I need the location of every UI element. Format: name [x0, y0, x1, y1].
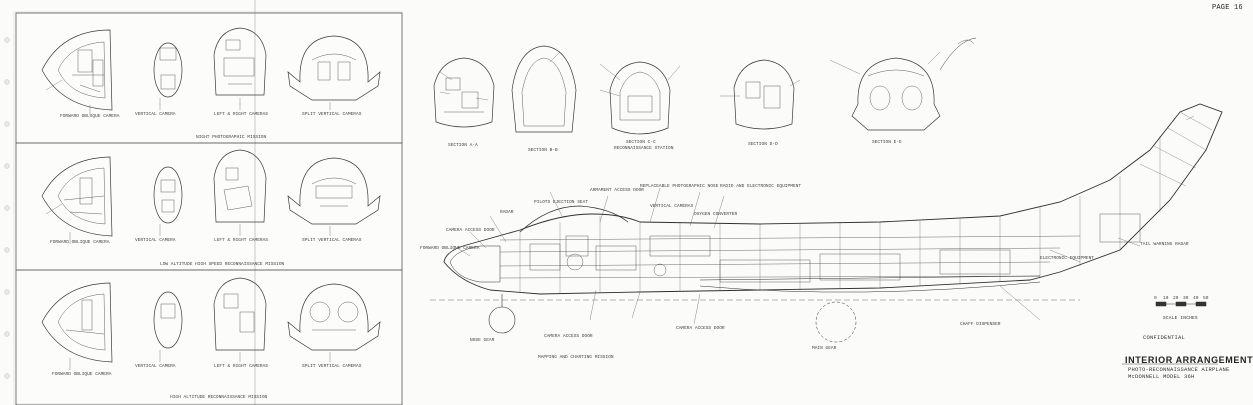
row1-section-narrow	[153, 42, 183, 98]
airplane-side-view	[430, 103, 1223, 343]
row3-callout-vertical: VERTICAL CAMERA	[135, 364, 176, 369]
scale-tick: 20	[1173, 296, 1179, 301]
mission-title-low-altitude: LOW ALTITUDE HIGH SPEED RECONNAISSANCE M…	[160, 262, 285, 267]
callout-camera-access-door-1: CAMERA ACCESS DOOR	[446, 228, 495, 233]
callout-photo-nose: REPLACEABLE PHOTOGRAPHIC NOSE	[640, 184, 719, 189]
section-label-recon-station: RECONNAISSANCE STATION	[614, 146, 674, 151]
row2-section-wide	[213, 149, 267, 223]
scale-tick: 10	[1163, 296, 1169, 301]
mission-title-high-altitude: HIGH ALTITUDE RECONNAISSANCE MISSION	[170, 395, 268, 400]
mission-title-night-photo: NIGHT PHOTOGRAPHIC MISSION	[196, 135, 267, 140]
row2-section-narrow	[153, 166, 183, 224]
callout-oxygen-converter: OXYGEN CONVERTER	[694, 212, 738, 217]
page-number: PAGE 16	[1212, 4, 1243, 12]
section-label-a-a: SECTION A-A	[448, 143, 478, 148]
left-paper-sheet	[13, 11, 403, 405]
section-d-d-drawing	[733, 39, 975, 130]
section-a-a-drawing	[433, 57, 495, 128]
section-e-e-drawing	[851, 37, 977, 131]
scale-tick: 50	[1203, 296, 1209, 301]
row3-section-wide	[213, 277, 267, 351]
side-view-leaders	[453, 187, 1141, 325]
section-b-b-drawing	[511, 45, 577, 133]
scale-tick: 0	[1154, 296, 1157, 301]
section-label-b-b: SECTION B-B	[528, 148, 558, 153]
row2-callout-left-right: LEFT & RIGHT CAMERAS	[214, 238, 269, 243]
row1-callout-vertical: VERTICAL CAMERA	[135, 112, 176, 117]
left-panel	[15, 12, 403, 405]
section-label-c-c: SECTION C-C	[626, 140, 656, 145]
callout-armament-access-door: ARMAMENT ACCESS DOOR	[590, 188, 645, 193]
row1-callout-split: SPLIT VERTICAL CAMERAS	[302, 112, 362, 117]
row1-section-cockpit	[287, 35, 381, 101]
binder-holes	[4, 37, 10, 379]
callout-chaff-dispenser: CHAFF DISPENSER	[960, 322, 1001, 327]
row1-callout-left-right: LEFT & RIGHT CAMERAS	[214, 112, 269, 117]
row3-callout-left-right: LEFT & RIGHT CAMERAS	[214, 364, 269, 369]
row1-nose-cutaway	[41, 29, 113, 111]
row3-nose-cutaway	[41, 282, 113, 363]
row1-section-wide	[213, 27, 267, 96]
row2-callout-oblique: FORWARD OBLIQUE CAMERA	[50, 240, 110, 245]
callout-forward-oblique: FORWARD OBLIQUE CAMERA	[420, 246, 480, 251]
row1-callout-oblique: FORWARD OBLIQUE CAMERA	[60, 114, 120, 119]
callout-main-gear: MAIN GEAR	[812, 346, 837, 351]
callout-camera-access-door-3: CAMERA ACCESS DOOR	[676, 326, 725, 331]
row3-section-cockpit	[287, 283, 381, 351]
row3-callout-split: SPLIT VERTICAL CAMERAS	[302, 364, 362, 369]
callout-electronic-equipment: ELECTRONIC EQUIPMENT	[1040, 256, 1095, 261]
drawing-subtitle-1: PHOTO-RECONNAISSANCE AIRPLANE	[1128, 366, 1230, 373]
side-view-mission-title: MAPPING AND CHARTING MISSION	[538, 355, 614, 360]
section-label-e-e: SECTION E-E	[872, 140, 902, 145]
row2-callout-split: SPLIT VERTICAL CAMERAS	[302, 238, 362, 243]
row2-section-cockpit	[287, 157, 381, 225]
callout-pilot-ejection-seat: PILOTS EJECTION SEAT	[534, 200, 589, 205]
confidential-mark: CONFIDENTIAL	[1143, 334, 1186, 341]
drawing-title: INTERIOR ARRANGEMENT	[1125, 355, 1253, 365]
top-sections	[433, 37, 977, 135]
row3-section-narrow	[153, 291, 183, 349]
callout-radar: RADAR	[500, 210, 514, 215]
scale-tick: 40	[1193, 296, 1199, 301]
scale-tick: 30	[1183, 296, 1189, 301]
section-c-c-drawing	[609, 61, 671, 135]
section-label-d-d: SECTION D-D	[748, 142, 778, 147]
callout-camera-access-door-2: CAMERA ACCESS DOOR	[544, 334, 593, 339]
callout-vertical-cameras: VERTICAL CAMERAS	[650, 204, 694, 209]
row2-callout-vertical: VERTICAL CAMERA	[135, 238, 176, 243]
row3-callout-oblique: FORWARD OBLIQUE CAMERA	[52, 372, 112, 377]
callout-tail-warning-radar: TAIL WARNING RADAR	[1140, 242, 1189, 247]
scale-label: SCALE INCHES	[1163, 316, 1198, 321]
drawing-subtitle-2: McDONNELL MODEL 36H	[1128, 373, 1195, 380]
callout-radio-equipment: RADIO AND ELECTRONIC EQUIPMENT	[720, 184, 802, 189]
scale-bar	[1155, 301, 1207, 307]
callout-nose-gear: NOSE GEAR	[470, 338, 495, 343]
row2-nose-cutaway	[41, 156, 113, 237]
